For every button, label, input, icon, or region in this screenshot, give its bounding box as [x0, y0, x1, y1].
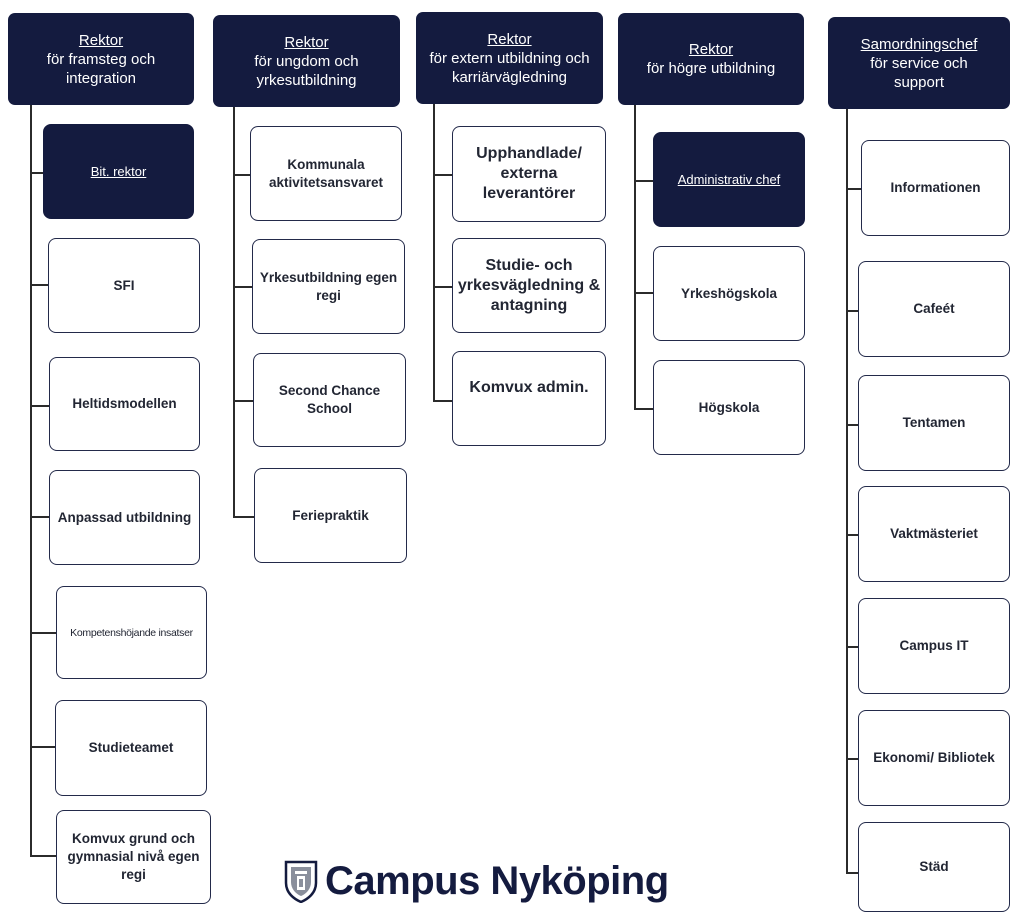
org-box-upphandlade: Upphandlade/ externa leverantörer — [452, 126, 606, 222]
connector-line — [846, 646, 859, 648]
header-subtitle: för ungdom och yrkesutbildning — [254, 52, 359, 89]
header-title: Rektor — [78, 31, 124, 49]
org-box-tentamen: Tentamen — [858, 375, 1010, 471]
connector-line — [433, 174, 453, 176]
org-box-vaktmasteriet: Vaktmästeriet — [858, 486, 1010, 582]
org-box-kommunala: Kommunala aktivitetsansvaret — [250, 126, 402, 221]
org-box-heltidsmodellen: Heltidsmodellen — [49, 357, 200, 451]
connector-line — [30, 855, 56, 857]
connector-line — [846, 108, 848, 872]
org-box-administrativ-chef: Administrativ chef — [653, 132, 805, 227]
header-rektor-ungdom: Rektor för ungdom och yrkesutbildning — [213, 15, 400, 107]
connector-line — [30, 104, 32, 856]
connector-line — [30, 632, 56, 634]
connector-line — [634, 104, 636, 408]
connector-line — [433, 400, 453, 402]
org-box-stad: Städ — [858, 822, 1010, 912]
connector-line — [846, 534, 859, 536]
connector-line — [846, 310, 859, 312]
header-title: Rektor — [688, 41, 734, 58]
org-box-studie-yrkesvagledning: Studie- och yrkesvägledning & antagning — [452, 238, 606, 333]
crest-icon — [284, 860, 318, 903]
header-rektor-extern: Rektor för extern utbildning och karriär… — [416, 12, 603, 104]
org-box-second-chance: Second Chance School — [253, 353, 406, 447]
org-box-kompetenshojande: Kompetenshöjande insatser — [56, 586, 207, 679]
connector-line — [30, 405, 50, 407]
connector-line — [634, 292, 654, 294]
org-box-feriepraktik: Feriepraktik — [254, 468, 407, 563]
org-box-cafeet: Cafeét — [858, 261, 1010, 357]
connector-line — [846, 872, 859, 874]
org-box-informationen: Informationen — [861, 140, 1010, 236]
connector-line — [233, 516, 255, 518]
header-subtitle: för service och support — [870, 54, 968, 91]
connector-line — [846, 758, 859, 760]
header-title: Rektor — [284, 33, 329, 51]
org-box-hogskola: Högskola — [653, 360, 805, 455]
org-box-studieteamet: Studieteamet — [55, 700, 207, 796]
header-samordningschef: Samordningschef för service och support — [828, 17, 1010, 109]
connector-line — [30, 172, 44, 174]
connector-line — [233, 286, 253, 288]
connector-line — [433, 104, 435, 400]
header-subtitle: för extern utbildning och karriärvägledn… — [429, 49, 590, 86]
org-box-bitr-rektor: Bit. rektor — [43, 124, 194, 219]
connector-line — [846, 424, 859, 426]
connector-line — [846, 188, 862, 190]
campus-logo: Campus Nyköping — [283, 846, 783, 916]
org-box-ekonomi-bibliotek: Ekonomi/ Bibliotek — [858, 710, 1010, 806]
org-box-komvux-admin: Komvux admin. — [452, 351, 606, 446]
org-box-yrkeshogskola: Yrkeshögskola — [653, 246, 805, 341]
header-subtitle: för högre utbildning — [646, 60, 776, 77]
header-rektor-hogre: Rektor för högre utbildning — [618, 13, 804, 105]
connector-line — [233, 174, 251, 176]
header-subtitle: för framsteg och integration — [46, 50, 156, 87]
connector-line — [634, 408, 654, 410]
header-title: Rektor — [487, 30, 532, 48]
connector-line — [30, 284, 48, 286]
connector-line — [233, 400, 254, 402]
connector-line — [433, 286, 453, 288]
org-box-komvux-grund: Komvux grund och gymnasial nivå egen reg… — [56, 810, 211, 904]
header-rektor-framsteg: Rektor för framsteg och integration — [8, 13, 194, 105]
logo-text: Campus Nyköping — [325, 858, 669, 903]
connector-line — [30, 746, 56, 748]
org-box-sfi: SFI — [48, 238, 200, 333]
connector-line — [634, 180, 654, 182]
org-box-anpassad-utbildning: Anpassad utbildning — [49, 470, 200, 565]
header-title: Samordningschef — [860, 35, 978, 53]
connector-line — [30, 516, 50, 518]
connector-line — [233, 104, 235, 516]
org-box-yrkesutbildning: Yrkesutbildning egen regi — [252, 239, 405, 334]
org-box-campus-it: Campus IT — [858, 598, 1010, 694]
